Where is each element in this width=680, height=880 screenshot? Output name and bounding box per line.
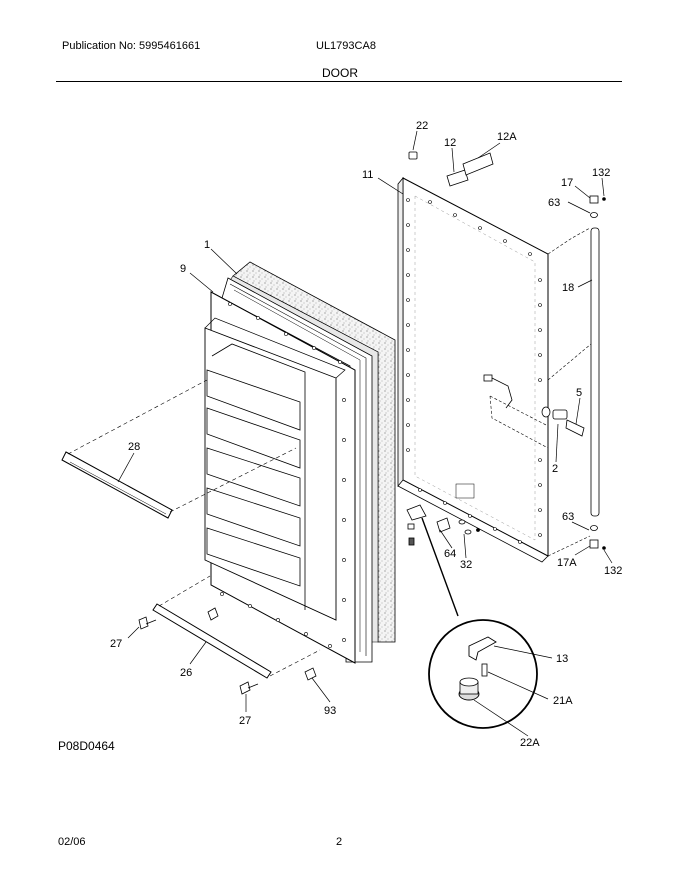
callout-63-top: 63	[548, 197, 560, 209]
callout-1: 1	[204, 239, 210, 251]
door-liner	[204, 291, 356, 664]
footer-date: 02/06	[58, 836, 86, 848]
callout-11: 11	[362, 169, 373, 181]
callout-2: 2	[552, 463, 558, 475]
header-rule	[56, 81, 622, 82]
callout-132-top: 132	[592, 167, 610, 179]
liner-shelves	[206, 343, 306, 610]
model-number: UL1793CA8	[316, 40, 376, 52]
lock-assembly	[483, 374, 585, 449]
callout-12: 12	[444, 137, 456, 149]
callout-22: 22	[416, 120, 428, 132]
door-handle-26	[152, 575, 321, 679]
door-handle-28	[61, 379, 297, 519]
callout-63-bottom: 63	[562, 511, 574, 523]
page-title: DOOR	[322, 66, 358, 80]
callout-labels: 1 9 11 12 12A 22 17 132 63 18 5 2 28 63 …	[110, 120, 622, 749]
callout-26: 26	[180, 667, 192, 679]
callout-22a: 22A	[520, 737, 540, 749]
callout-17a: 17A	[557, 557, 577, 569]
liner-screw-holes	[220, 302, 346, 648]
callout-21a: 21A	[553, 695, 573, 707]
callout-93: 93	[324, 705, 336, 717]
outer-door-panel	[397, 176, 549, 563]
callout-32: 32	[460, 559, 472, 571]
callout-9: 9	[180, 263, 186, 275]
page-number: 2	[336, 836, 343, 848]
bottom-hinge-hardware	[406, 504, 480, 546]
panel-screw-holes	[406, 198, 542, 544]
hinge-rod	[547, 195, 606, 557]
callout-17: 17	[561, 177, 573, 189]
figure-code: P08D0464	[58, 739, 115, 753]
leader-lines	[117, 130, 613, 737]
hinge-detail-circle	[421, 517, 538, 729]
callout-5: 5	[576, 387, 582, 399]
callout-27-left: 27	[110, 638, 122, 650]
top-hardware	[408, 151, 494, 187]
callout-13: 13	[556, 653, 568, 665]
callout-132-bottom: 132	[604, 565, 622, 577]
callout-28: 28	[128, 441, 140, 453]
callout-27-bottom: 27	[239, 715, 251, 727]
callout-12a: 12A	[497, 131, 517, 143]
callout-64: 64	[444, 548, 456, 560]
publication-number: Publication No: 5995461661	[62, 40, 201, 52]
screws	[138, 607, 317, 695]
callout-18: 18	[562, 282, 574, 294]
